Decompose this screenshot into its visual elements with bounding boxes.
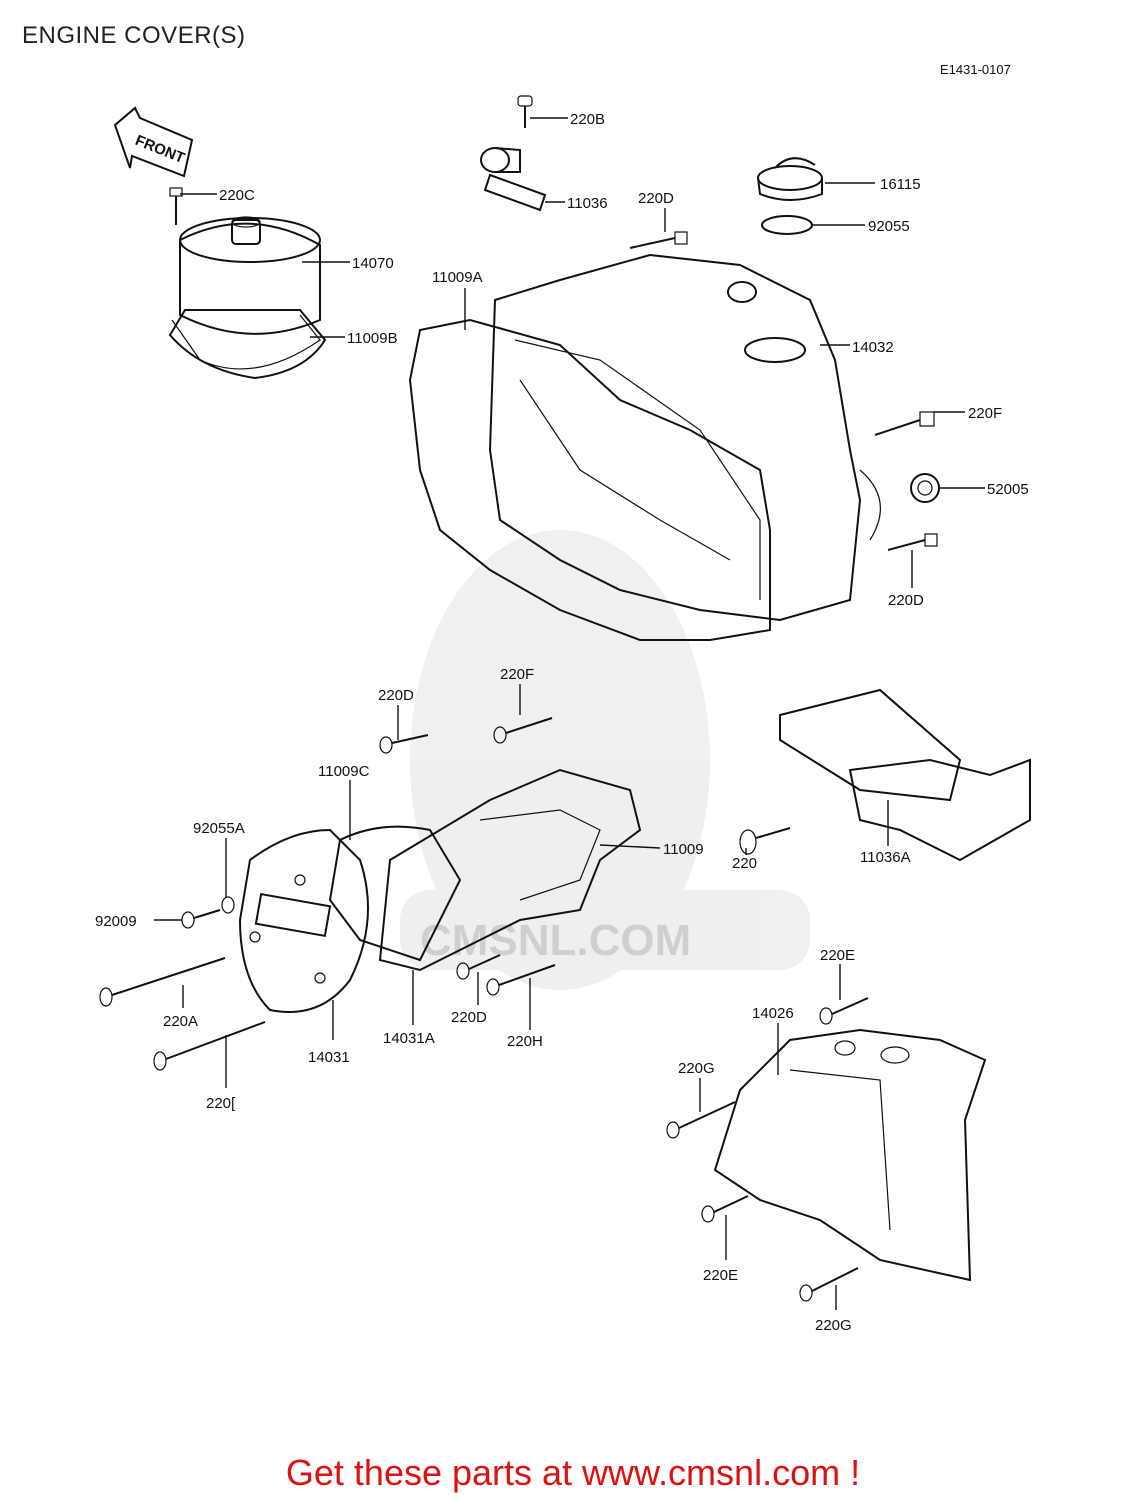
label-220B: 220B	[570, 111, 605, 128]
gasket-11009C	[328, 825, 462, 962]
bolt-220H-icon	[486, 964, 556, 996]
label-14026: 14026	[752, 1005, 794, 1022]
label-14070: 14070	[352, 255, 394, 272]
label-16115: 16115	[880, 176, 921, 193]
screw-220B-icon	[517, 95, 533, 128]
front-arrow-icon: FRONT	[113, 106, 194, 178]
label-220G-top: 220G	[678, 1060, 715, 1077]
plug-52005	[910, 473, 940, 503]
diagram-code: E1431-0107	[940, 62, 1011, 77]
bolt-220G-top-icon	[666, 1101, 736, 1139]
label-220A: 220A	[163, 1013, 198, 1030]
label-92055A: 92055A	[193, 820, 245, 837]
label-11009A: 11009A	[432, 269, 483, 286]
gasket-11009A	[408, 318, 771, 641]
label-14031: 14031	[308, 1049, 350, 1066]
bolt-220D-mid-icon	[379, 734, 429, 754]
bolt-220G-low-icon	[799, 1267, 859, 1302]
label-14032: 14032	[852, 339, 894, 356]
bolt-220E-low-icon	[701, 1195, 749, 1223]
label-220: 220	[732, 855, 757, 872]
label-14031A: 14031A	[383, 1030, 435, 1047]
screw-220D-top-icon	[629, 231, 688, 249]
label-11036A: 11036A	[860, 849, 911, 866]
label-220H: 220H	[507, 1033, 543, 1050]
generator-cover-14070	[171, 216, 321, 370]
label-11009C: 11009C	[318, 763, 370, 780]
o-ring-92055	[761, 215, 813, 235]
label-220D-top: 220D	[638, 190, 674, 207]
gasket-11009B	[168, 309, 327, 380]
leader-lines	[154, 117, 985, 1310]
oil-filler-cap-16115	[757, 157, 823, 201]
label-11036: 11036	[567, 195, 608, 212]
watermark-text: CMSNL.COM	[420, 916, 691, 965]
bolt-220E-top-icon	[819, 997, 869, 1025]
label-220F-right: 220F	[968, 405, 1002, 422]
bolt-220A-icon	[99, 957, 226, 1007]
bracket-11036	[480, 147, 547, 212]
bolt-220D-low-icon	[456, 954, 501, 980]
clutch-cover-14032	[488, 253, 881, 622]
label-11009B: 11009B	[347, 330, 398, 347]
label-220I: 220[	[206, 1095, 236, 1112]
label-92055: 92055	[868, 218, 910, 235]
screw-220-icon	[739, 827, 791, 855]
page-title: ENGINE COVER(S)	[22, 22, 246, 49]
part-labels: 220B 220C 11036 220D 16115 92055 14070 1…	[95, 111, 1029, 1334]
label-52005: 52005	[987, 481, 1029, 498]
label-11009: 11009	[663, 841, 704, 858]
label-220G-low: 220G	[815, 1317, 852, 1334]
watermark-logo	[400, 530, 810, 990]
label-220F-mid: 220F	[500, 666, 534, 683]
sprocket-cover-14026	[713, 1028, 987, 1282]
screw-92009-icon	[181, 909, 221, 929]
label-220C: 220C	[219, 187, 255, 204]
label-92009: 92009	[95, 913, 137, 930]
footer-promo-link[interactable]: Get these parts at www.cmsnl.com !	[285, 1452, 861, 1493]
pickup-cover-14031	[238, 828, 369, 1013]
front-arrow-label: FRONT	[133, 132, 187, 167]
screw-220C-icon	[169, 187, 183, 225]
label-220D-right: 220D	[888, 592, 924, 609]
bolt-220D-right-icon	[887, 533, 938, 551]
bolt-220F-mid-icon	[493, 717, 553, 744]
label-220D-low: 220D	[451, 1009, 487, 1026]
bolt-220I-icon	[153, 1021, 266, 1071]
washer-92055A	[221, 896, 235, 914]
label-220E-low: 220E	[703, 1267, 738, 1284]
bracket-11036A	[779, 688, 1031, 862]
label-220E-top: 220E	[820, 947, 855, 964]
label-220D-mid: 220D	[378, 687, 414, 704]
bolt-220F-right-icon	[874, 411, 935, 436]
housing-11009	[378, 768, 642, 972]
